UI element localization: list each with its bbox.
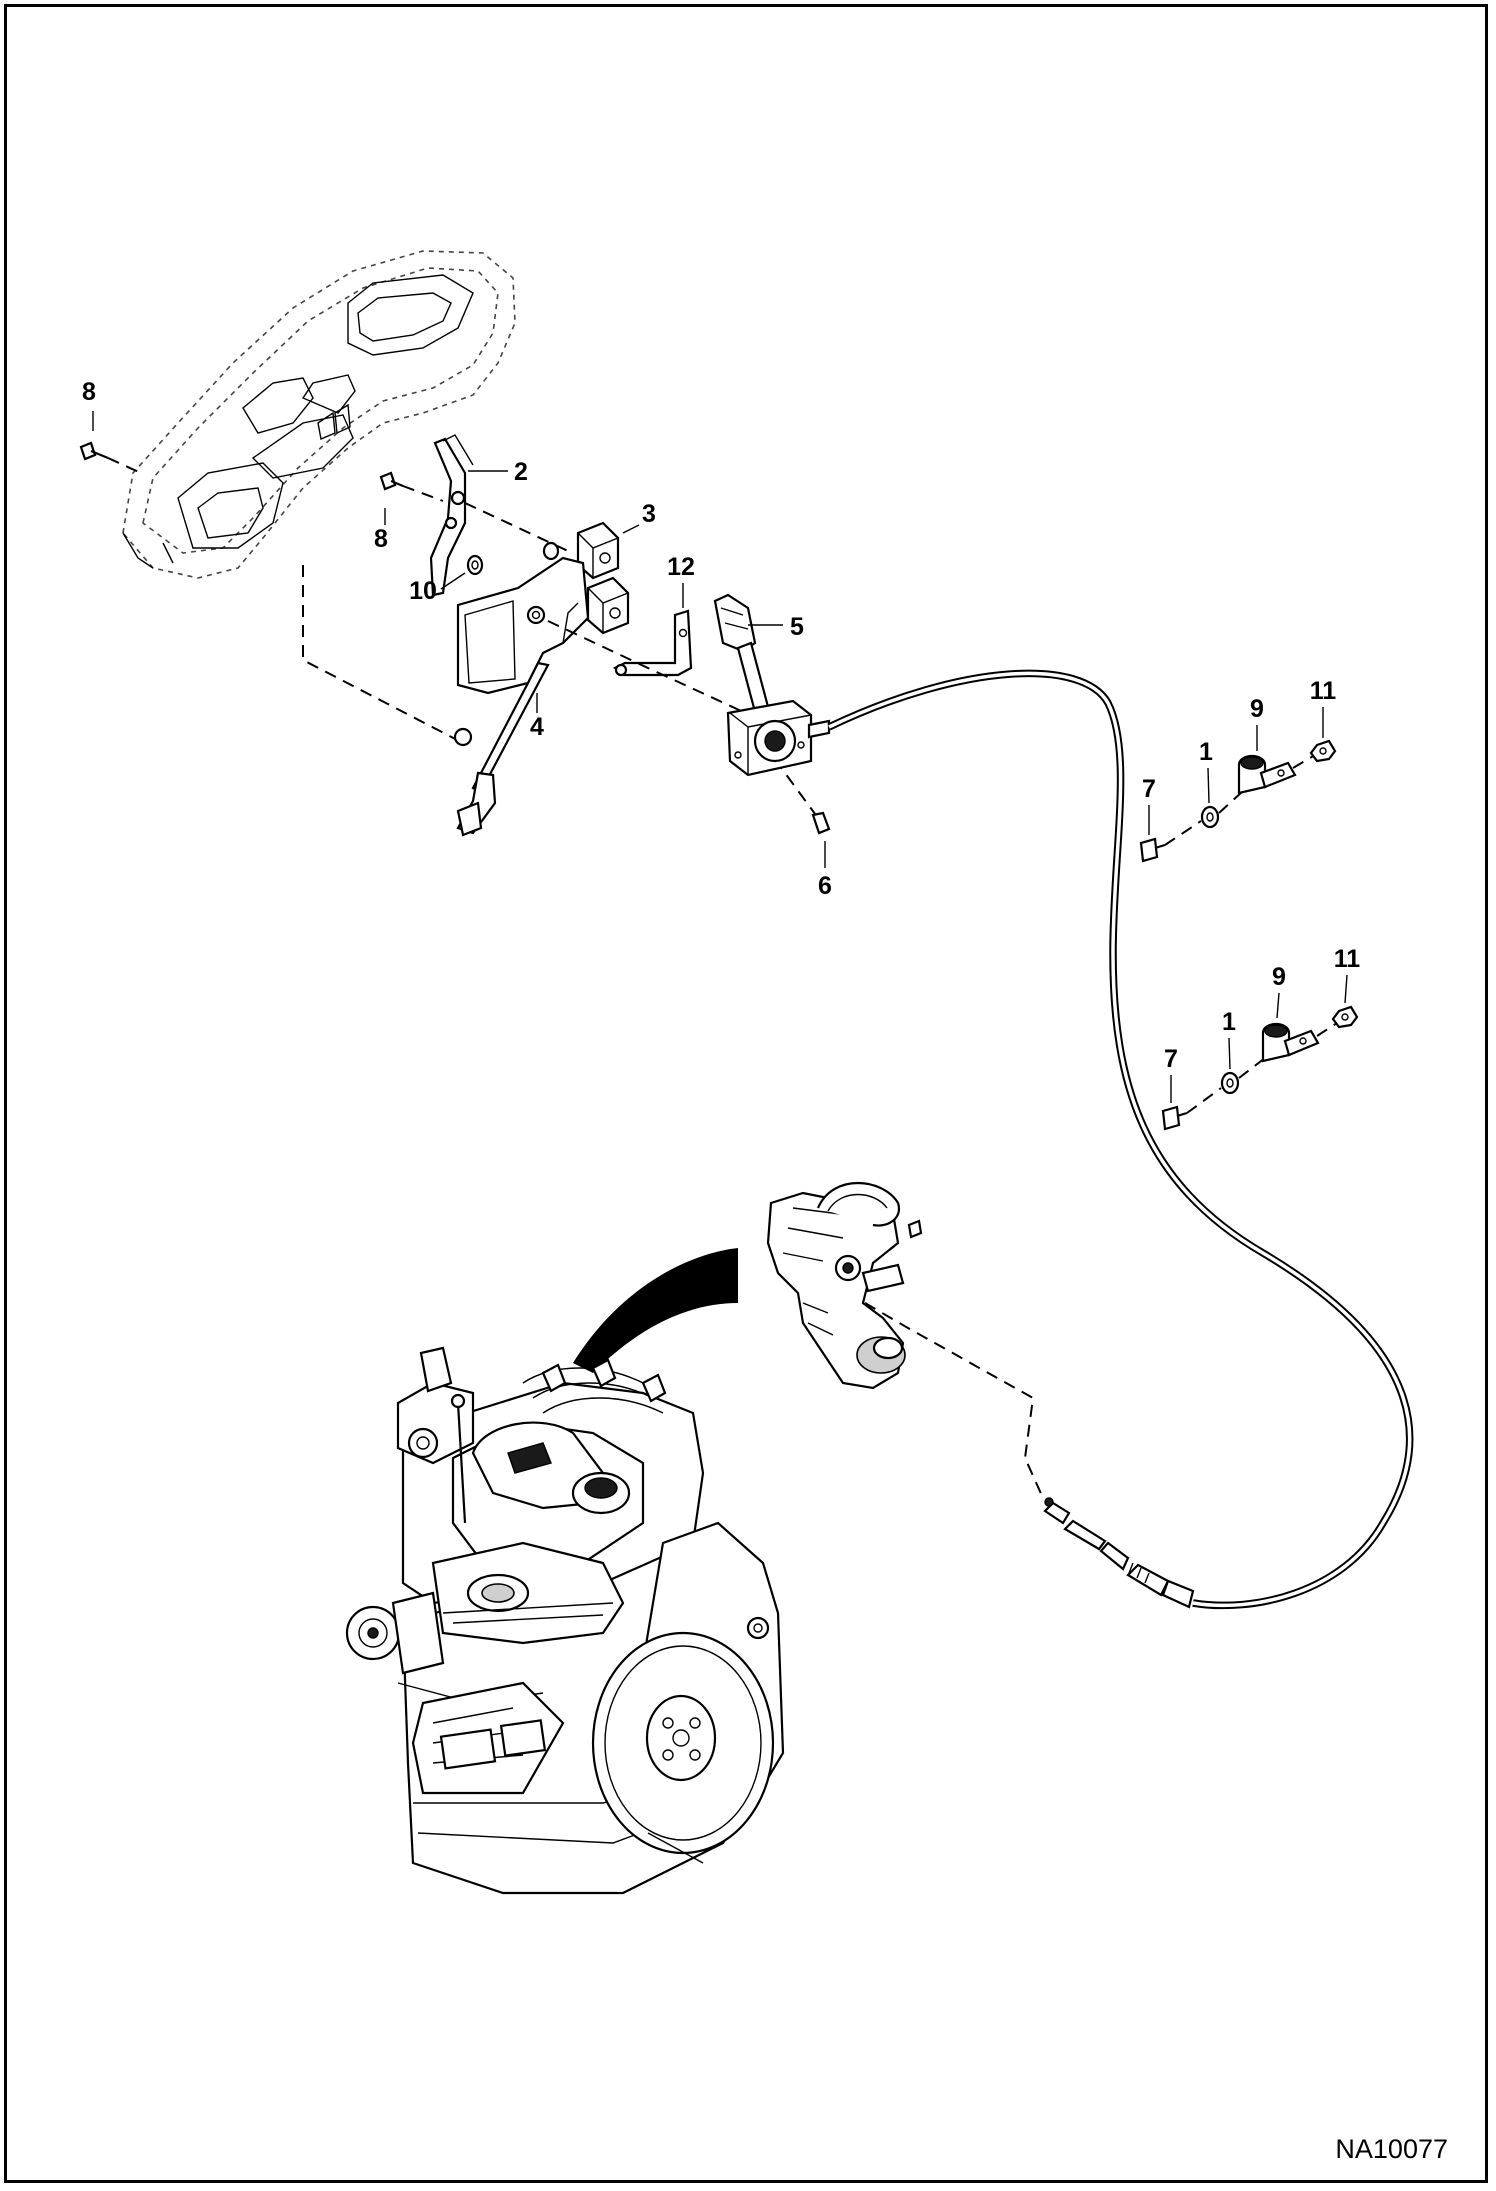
bolt-8-left (79, 441, 142, 474)
bracket-part-2 (429, 434, 474, 597)
diagram-frame: 8 2 8 3 10 12 5 4 6 9 11 1 7 11 9 1 7 (4, 4, 1488, 2183)
callout-1: 1 (1222, 1008, 1236, 1036)
leader-5-to-6 (762, 742, 819, 819)
bracket-part-12 (613, 609, 693, 677)
leader-console-to-bracket (302, 565, 464, 744)
callout-5: 5 (790, 613, 804, 641)
exploded-parts-diagram: 8 2 8 3 10 12 5 4 6 9 11 1 7 11 9 1 7 (79, 250, 1448, 2164)
callout-10: 10 (409, 577, 437, 605)
washer-part-10 (466, 554, 484, 576)
throttle-lever-part-5 (713, 593, 831, 777)
callout-7: 7 (1164, 1045, 1178, 1073)
callout-11: 11 (1334, 945, 1361, 973)
callout-11: 11 (1310, 677, 1337, 705)
callout-2: 2 (514, 458, 528, 486)
callout-9: 9 (1272, 963, 1286, 991)
governor-linkage-detail (573, 1182, 1044, 1499)
screw-part-6 (811, 811, 831, 835)
callout-4: 4 (530, 713, 544, 741)
callout-8: 8 (82, 378, 96, 406)
callout-9: 9 (1250, 695, 1264, 723)
clamp-set-lower (1161, 1005, 1359, 1131)
main-bracket-part-4 (453, 556, 590, 837)
leader-4-to-5 (547, 620, 764, 722)
callout-6: 6 (818, 872, 832, 900)
detail-arrow (573, 1248, 738, 1373)
callout-12: 12 (667, 553, 695, 581)
callout-7: 7 (1142, 775, 1156, 803)
throttle-cable (827, 669, 1414, 1610)
callouts: 8 2 8 3 10 12 5 4 6 9 11 1 7 11 9 1 7 (82, 378, 1360, 1103)
console-panel (122, 250, 516, 579)
bolt-8-mid (379, 471, 444, 502)
engine-assembly (345, 1346, 785, 1895)
callout-3: 3 (642, 500, 656, 528)
clamp-set-upper (1139, 739, 1337, 863)
callout-8: 8 (374, 525, 388, 553)
callout-1: 1 (1199, 738, 1213, 766)
document-id: NA10077 (1335, 2134, 1448, 2164)
